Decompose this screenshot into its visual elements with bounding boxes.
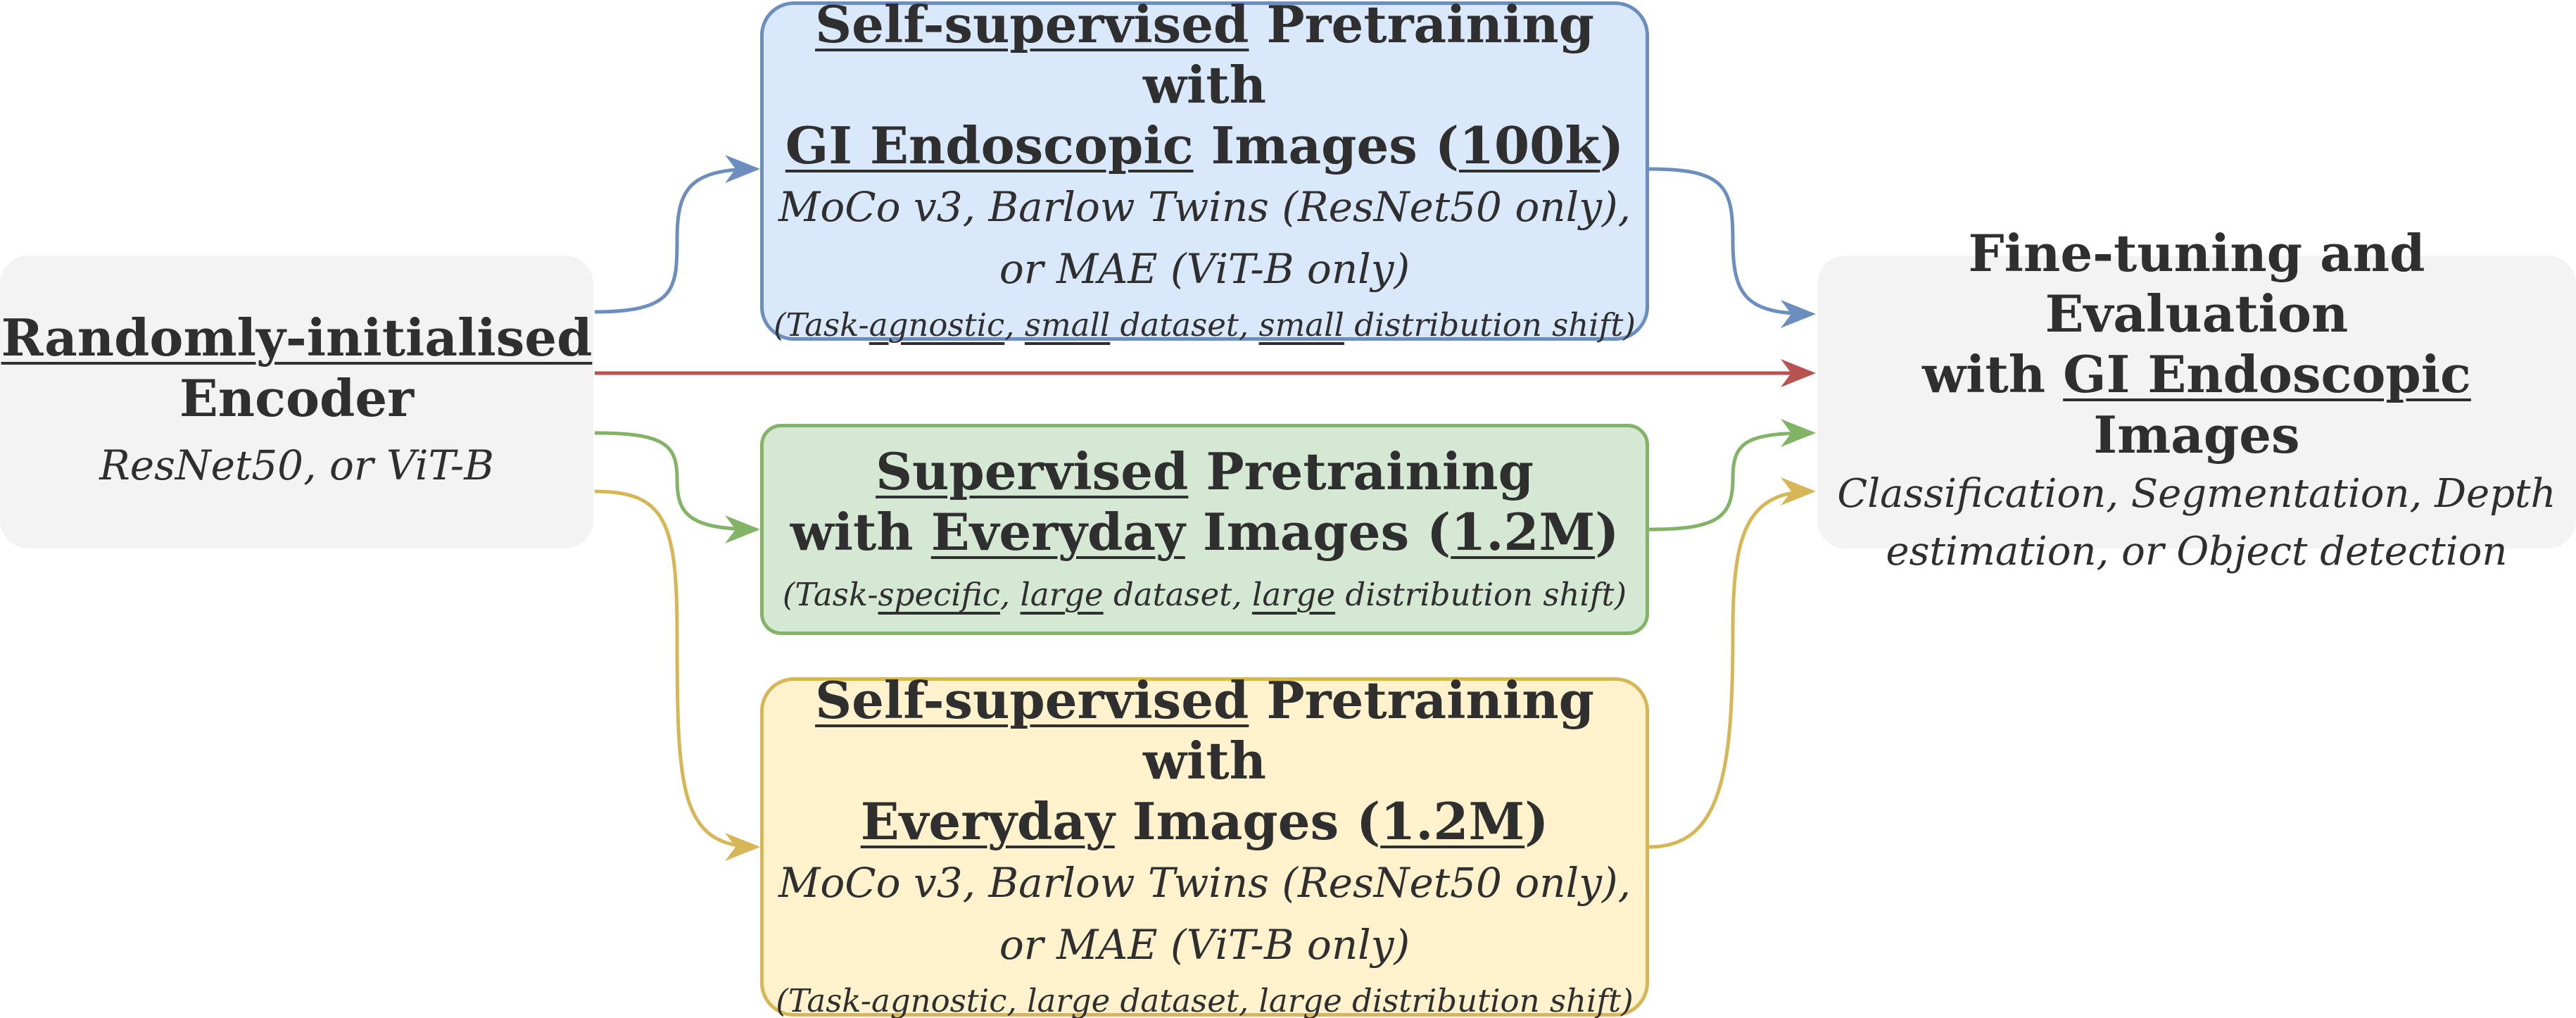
- ssl-everyday-title-line2: Everyday Images (1.2M): [861, 791, 1549, 852]
- ssl-everyday-note-part: distribution shift): [1341, 982, 1634, 1018]
- sup-everyday-title-everyday: Everyday: [930, 502, 1185, 562]
- ssl-everyday-title-ssl: Self-supervised: [815, 670, 1249, 730]
- ssl-gi-title-images: Images (: [1193, 115, 1459, 175]
- ssl-gi-note-part: ,: [1004, 306, 1025, 344]
- ssl-gi-methods-line1: MoCo v3, Barlow Twins (ResNet50 only),: [778, 183, 1631, 231]
- arrow-encoder-to-ssl-gi: [594, 155, 760, 314]
- sup-everyday-title-line2: with Everyday Images (1.2M): [790, 502, 1620, 563]
- ssl-gi-note-part: (Task-: [774, 306, 869, 344]
- ssl-gi-title-ssl: Self-supervised: [815, 0, 1249, 54]
- finetune-tasks-line2: estimation, or Object detection: [1886, 529, 2508, 574]
- ssl-everyday-title-images: Images (: [1114, 791, 1381, 851]
- sup-everyday-note-part: distribution shift): [1335, 576, 1627, 613]
- arrow-ssl-gi-to-finetune: [1648, 167, 1816, 328]
- ssl-gi-note-part: agnostic: [869, 306, 1005, 344]
- sup-everyday-pretraining-box: Supervised Pretraining with Everyday Ima…: [760, 424, 1649, 635]
- ssl-everyday-note-part: (Task-: [776, 982, 871, 1018]
- sup-everyday-title-line1: Supervised Pretraining: [876, 441, 1534, 502]
- encoder-title-underlined: Randomly-initialised: [1, 308, 593, 367]
- sup-everyday-note-part: large: [1251, 576, 1336, 613]
- encoder-box: Randomly-initialised Encoder ResNet50, o…: [0, 256, 593, 548]
- finetune-title-gi: GI Endoscopic: [2063, 344, 2471, 404]
- finetune-title-line2: with GI Endoscopic Images: [1817, 344, 2576, 465]
- ssl-everyday-title-everyday: Everyday: [860, 791, 1115, 851]
- sup-everyday-title-with: with: [790, 502, 931, 562]
- ssl-gi-note: (Task-agnostic, small dataset, small dis…: [774, 303, 1636, 348]
- ssl-everyday-note-part: large: [1258, 982, 1342, 1018]
- sup-everyday-title-close: ): [1595, 502, 1620, 562]
- ssl-everyday-title-close: ): [1524, 791, 1549, 851]
- ssl-everyday-note-part: agnostic: [871, 982, 1007, 1018]
- ssl-everyday-title-line1: Self-supervised Pretraining with: [764, 670, 1646, 791]
- ssl-gi-title-line2: GI Endoscopic Images (100k): [785, 115, 1624, 176]
- sup-everyday-note-part: (Task-: [782, 576, 878, 613]
- ssl-everyday-note-part: dataset,: [1110, 982, 1259, 1018]
- ssl-gi-note-part: small: [1024, 306, 1111, 344]
- ssl-gi-title-pretraining: Pretraining with: [1143, 0, 1594, 115]
- sup-everyday-title-images: Images (: [1185, 502, 1451, 562]
- ssl-gi-pretraining-box: Self-supervised Pretraining with GI Endo…: [760, 0, 1649, 344]
- sup-everyday-title-pretraining: Pretraining: [1188, 441, 1534, 501]
- finetune-title-line1: Fine-tuning and Evaluation: [1968, 223, 2425, 344]
- ssl-everyday-title-size: 1.2M: [1380, 791, 1525, 851]
- encoder-subtitle: ResNet50, or ViT-B: [99, 441, 494, 489]
- ssl-everyday-methods-line2: or MAE (ViT-B only): [999, 921, 1410, 969]
- ssl-everyday-pretraining-box: Self-supervised Pretraining with Everyda…: [760, 670, 1649, 1018]
- ssl-gi-note-part: dataset,: [1110, 306, 1259, 344]
- finetune-box: Fine-tuning and Evaluation with GI Endos…: [1817, 223, 2576, 574]
- sup-everyday-note-part: large: [1020, 576, 1104, 613]
- arrow-encoder-to-sup-everyday: [594, 431, 760, 543]
- ssl-everyday-note: (Task-agnostic, large dataset, large dis…: [776, 979, 1633, 1018]
- ssl-gi-title-close: ): [1600, 115, 1624, 175]
- ssl-everyday-methods-line1: MoCo v3, Barlow Twins (ResNet50 only),: [778, 859, 1631, 907]
- finetune-tasks-line1: Classification, Segmentation, Depth: [1837, 471, 2556, 517]
- ssl-gi-title-size: 100k: [1458, 115, 1600, 175]
- ssl-gi-note-part: small: [1258, 306, 1344, 344]
- ssl-gi-title-line1: Self-supervised Pretraining with: [764, 0, 1646, 115]
- arrow-ssl-everyday-to-finetune: [1648, 477, 1816, 849]
- sup-everyday-title-supervised: Supervised: [876, 441, 1189, 501]
- ssl-everyday-note-part: ,: [1006, 982, 1028, 1018]
- ssl-everyday-note-part: large: [1027, 982, 1111, 1018]
- finetune-title-with: with: [1922, 344, 2064, 404]
- sup-everyday-note-part: ,: [999, 576, 1021, 613]
- encoder-title-line2: Encoder: [179, 368, 415, 428]
- finetune-title-images: Images: [2093, 405, 2300, 465]
- sup-everyday-note: (Task-specific, large dataset, large dis…: [783, 572, 1627, 617]
- arrow-encoder-to-ssl-everyday: [594, 489, 760, 861]
- sup-everyday-note-part: dataset,: [1103, 576, 1252, 613]
- sup-everyday-note-part: specific: [878, 576, 1000, 613]
- encoder-title-line1: Randomly-initialised: [1, 308, 593, 368]
- ssl-gi-note-part: distribution shift): [1344, 306, 1636, 344]
- ssl-everyday-title-pretraining: Pretraining with: [1143, 670, 1594, 791]
- ssl-gi-methods-line2: or MAE (ViT-B only): [999, 245, 1410, 293]
- ssl-gi-title-gi: GI Endoscopic: [785, 115, 1194, 175]
- arrow-sup-everyday-to-finetune: [1648, 419, 1816, 532]
- sup-everyday-title-size: 1.2M: [1451, 502, 1596, 562]
